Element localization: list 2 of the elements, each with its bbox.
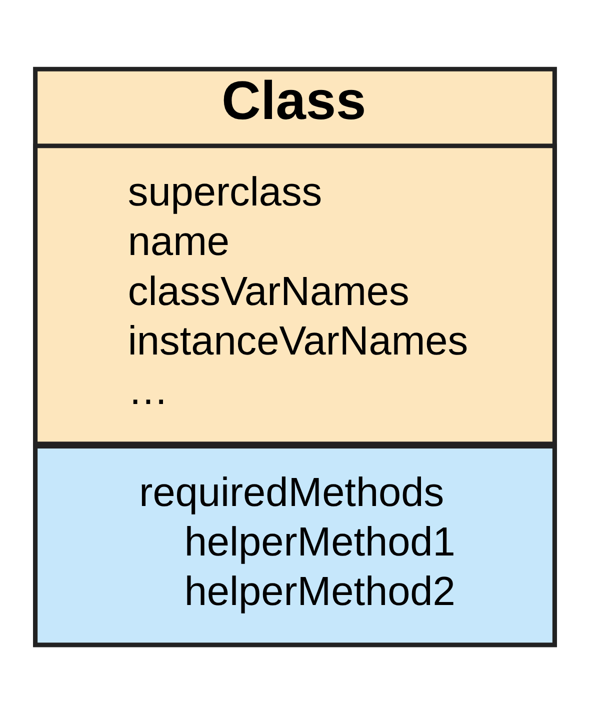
node-box: superclass name classVarNames instanceVarNames … — [33, 144, 557, 446]
node-box: requiredMethods helperMethod1 helperMethod2 — [33, 444, 557, 648]
